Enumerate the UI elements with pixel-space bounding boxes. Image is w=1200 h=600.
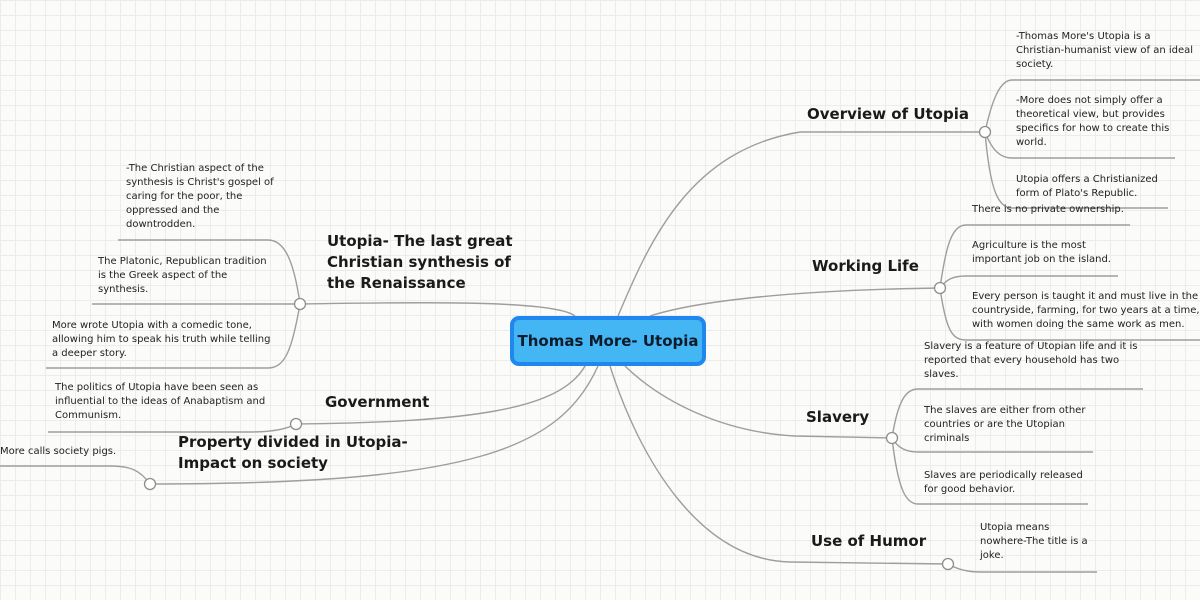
leaf-overview-3[interactable]: Utopia offers a Christianized form of Pl… [1016, 174, 1158, 199]
collapse-toggle-working[interactable] [933, 281, 947, 295]
connector-slavery-leaf-1 [891, 388, 1143, 439]
leaf-synthesis-1[interactable]: -The Christian aspect of the synthesis i… [126, 163, 274, 230]
collapse-toggle-government[interactable] [289, 417, 303, 431]
leaf-slavery-3[interactable]: Slaves are periodically released for goo… [924, 470, 1083, 495]
branch-use-of-humor[interactable]: Use of Humor [811, 532, 927, 550]
connector-government [295, 365, 586, 425]
leaf-slavery-2[interactable]: The slaves are either from other countri… [924, 405, 1086, 444]
collapse-toggle-property[interactable] [143, 477, 157, 491]
connector-property [149, 365, 599, 485]
root-topic[interactable]: Thomas More- Utopia [510, 316, 706, 366]
connector-overview-leaf-1 [984, 79, 1200, 133]
connector-government-leaf-1 [48, 423, 297, 433]
branch-government[interactable]: Government [325, 393, 430, 411]
collapse-toggle-synthesis[interactable] [293, 297, 307, 311]
branch-overview[interactable]: Overview of Utopia [807, 105, 969, 123]
branch-property[interactable]: Property divided in Utopia-Impact on soc… [178, 433, 408, 472]
connector-slavery-leaf-3 [891, 437, 1088, 505]
collapse-toggle-overview[interactable] [978, 125, 992, 139]
connector-humor-leaf-1 [947, 563, 1097, 573]
leaf-working-1[interactable]: There is no private ownership. [972, 204, 1124, 215]
collapse-toggle-humor[interactable] [941, 557, 955, 571]
leaf-working-2[interactable]: Agriculture is the most important job on… [972, 240, 1111, 265]
leaf-overview-2[interactable]: -More does not simply offer a theoretica… [1016, 95, 1170, 148]
connector-synthesis-leaf-3 [46, 303, 301, 369]
connector-property-leaf-1 [0, 465, 151, 485]
connector-working-leaf-2 [939, 275, 1118, 289]
leaf-synthesis-2[interactable]: The Platonic, Republican tradition is th… [98, 256, 267, 295]
connector-overview [617, 131, 985, 317]
leaf-humor-1[interactable]: Utopia means nowhere-The title is a joke… [980, 522, 1088, 561]
leaf-working-3[interactable]: Every person is taught it and must live … [972, 291, 1200, 330]
collapse-toggle-slavery[interactable] [885, 431, 899, 445]
connector-synthesis-leaf-1 [118, 239, 301, 305]
leaf-property-1[interactable]: More calls society pigs. [0, 446, 117, 457]
connector-working-leaf-3 [939, 287, 1200, 341]
leaf-slavery-1[interactable]: Slavery is a feature of Utopian life and… [924, 341, 1138, 380]
leaf-synthesis-3[interactable]: More wrote Utopia with a comedic tone, a… [52, 320, 271, 359]
leaf-overview-1[interactable]: -Thomas More's Utopia is a Christian-hum… [1016, 31, 1194, 70]
connector-working-leaf-1 [939, 224, 1130, 289]
connector-overview-leaf-3 [984, 131, 1168, 209]
root-topic-label: Thomas More- Utopia [517, 332, 699, 350]
connector-slavery [624, 365, 893, 439]
branch-slavery[interactable]: Slavery [806, 408, 870, 426]
leaf-government-1[interactable]: The politics of Utopia have been seen as… [55, 382, 266, 421]
connector-working [649, 287, 941, 317]
connector-synthesis [299, 301, 576, 317]
branch-working-life[interactable]: Working Life [812, 257, 919, 275]
connector-humor [609, 365, 949, 565]
branch-synthesis[interactable]: Utopia- The last great Christian synthes… [327, 232, 513, 292]
